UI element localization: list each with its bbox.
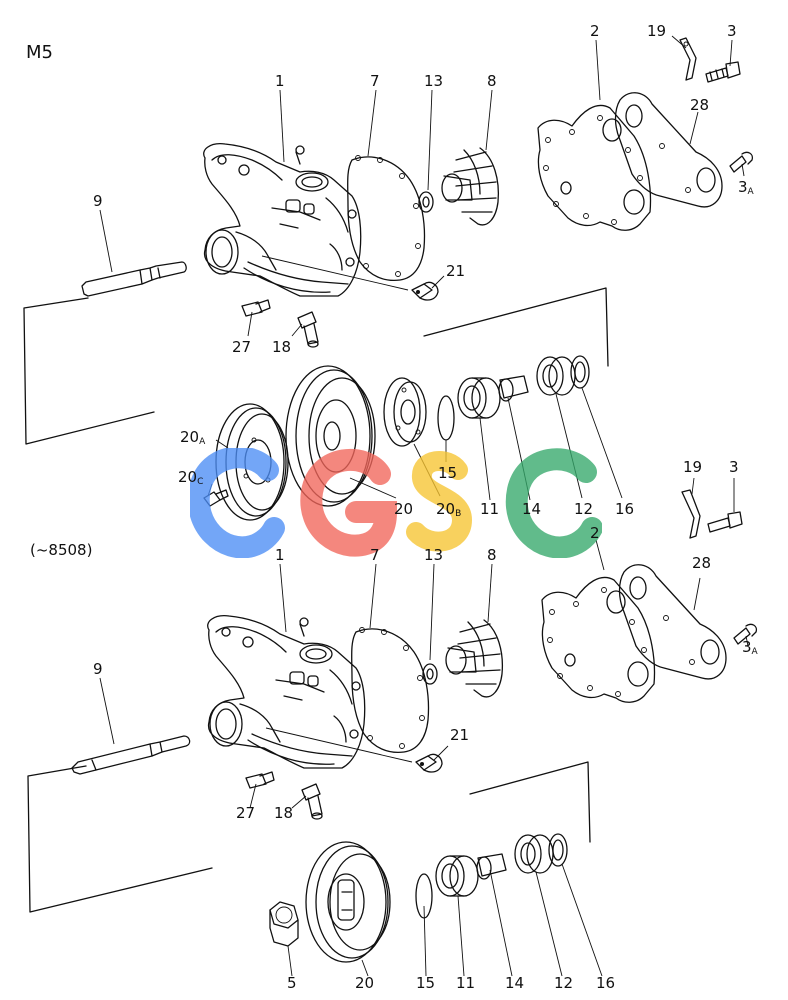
- callout-label: 19: [683, 458, 703, 476]
- callout-label: 14: [505, 974, 525, 992]
- callout-label: 20: [355, 974, 375, 992]
- callout-label: 20C: [178, 468, 204, 487]
- watermark-letter-c-2: [505, 448, 602, 558]
- callout-label: 12: [554, 974, 574, 992]
- callout-label: 28: [690, 96, 710, 114]
- callout-label: 16: [596, 974, 616, 992]
- assembly-frame: [423, 287, 609, 367]
- callout-label: 16: [615, 500, 635, 518]
- callout-label: 20: [394, 500, 414, 518]
- callout-label: 3A: [738, 178, 754, 197]
- callout-label: 18: [274, 804, 294, 822]
- callout-label: 7: [370, 546, 380, 564]
- callout-label: 15: [438, 464, 458, 482]
- callout-label: 2: [590, 524, 600, 542]
- callout-label: 19: [647, 22, 667, 40]
- callout-label: 27: [232, 338, 252, 356]
- callout-label: 5: [287, 974, 297, 992]
- cgsc-watermark: [190, 448, 602, 558]
- callout-label: 3: [727, 22, 737, 40]
- callout-label: 18: [272, 338, 292, 356]
- assembly-frame: [23, 297, 155, 445]
- callout-label: 20A: [180, 428, 206, 447]
- top-assembly: [81, 35, 754, 348]
- callout-label: 2: [590, 22, 600, 40]
- watermark-letter-c-1: [190, 448, 285, 558]
- lower-assembly-extras: [71, 477, 749, 809]
- watermark-letter-g: [300, 449, 398, 557]
- callout-label: 3A: [742, 638, 758, 657]
- callout-label: 13: [424, 546, 444, 564]
- callout-label: 7: [370, 72, 380, 90]
- callout-label: 11: [480, 500, 500, 518]
- callout-label: 20B: [436, 500, 462, 519]
- callout-label: 14: [522, 500, 542, 518]
- bottom-assembly: [269, 833, 603, 977]
- callout-label: 21: [446, 262, 466, 280]
- callout-label: 1: [275, 546, 285, 564]
- callout-label: 27: [236, 804, 256, 822]
- pulley-assembly: [203, 355, 623, 521]
- lower-assembly: [207, 564, 758, 820]
- callout-label: 11: [456, 974, 476, 992]
- watermark-letter-s: [406, 451, 473, 552]
- callout-label: 3: [729, 458, 739, 476]
- callout-label: 9: [93, 192, 103, 210]
- section-code: M5: [26, 42, 53, 63]
- callout-label: 12: [574, 500, 594, 518]
- serial-range-note: (~8508): [30, 541, 93, 559]
- assembly-frame: [27, 765, 213, 913]
- callout-label: 8: [487, 72, 497, 90]
- callout-label: 28: [692, 554, 712, 572]
- callout-label: 15: [416, 974, 436, 992]
- callout-label: 1: [275, 72, 285, 90]
- callout-label: 21: [450, 726, 470, 744]
- callout-label: 13: [424, 72, 444, 90]
- assembly-frame: [469, 761, 591, 843]
- callout-label: 9: [93, 660, 103, 678]
- callout-label: 8: [487, 546, 497, 564]
